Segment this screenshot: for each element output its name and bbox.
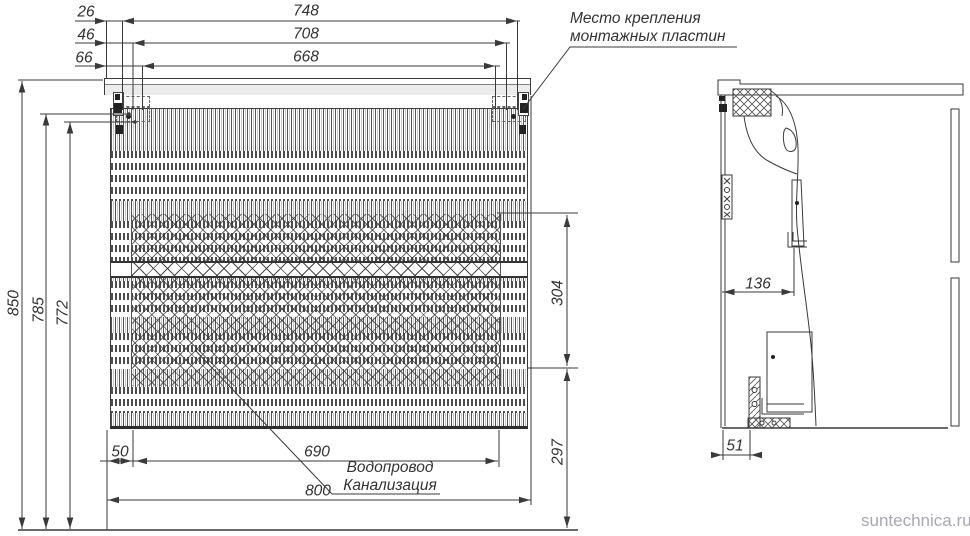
dim-span-3: 668 (293, 48, 319, 66)
callout-mounting-line1: Место крепления (570, 10, 701, 27)
callout-mounting-line2: монтажных пластин (570, 28, 726, 45)
dim-span-1: 748 (293, 2, 319, 20)
watermark: suntechnica.ru (861, 511, 970, 530)
dim-offset-2: 46 (77, 26, 95, 44)
callout-plumbing-line1: Водопровод (346, 459, 434, 476)
countertop-edge (105, 84, 530, 95)
dim-height-total: 850 (5, 290, 23, 316)
dim-offset-1: 26 (77, 3, 95, 21)
dim-left-offset: 50 (111, 443, 129, 461)
dim-span-2: 708 (293, 25, 319, 43)
dim-bottom-clearance: 297 (549, 439, 567, 465)
dim-drawer-height: 304 (549, 280, 567, 306)
callout-plumbing: Водопровод Канализация (336, 459, 444, 495)
dim-height-2: 785 (30, 297, 48, 323)
front-countertop (104, 78, 531, 95)
dim-offset-3: 66 (75, 49, 93, 67)
callout-mounting-plates: Место крепления монтажных пластин (570, 10, 726, 46)
dim-height-3: 772 (54, 300, 72, 326)
dim-width-total: 800 (305, 482, 331, 500)
dim-drain-span: 690 (304, 443, 330, 461)
dim-back-offset: 51 (726, 437, 744, 455)
callout-plumbing-line2: Канализация (343, 477, 437, 494)
dim-depth-to-bracket: 136 (745, 275, 771, 293)
